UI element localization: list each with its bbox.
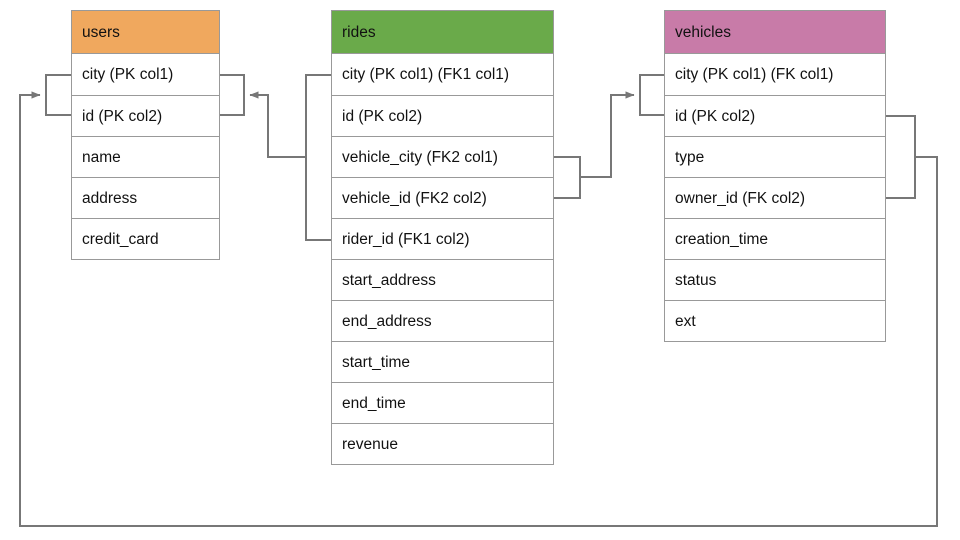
users-left-bracket bbox=[45, 74, 71, 116]
vehicles-left-bracket bbox=[639, 74, 664, 116]
field-vehicles-ext[interactable]: ext bbox=[665, 300, 885, 341]
field-users-id[interactable]: id (PK col2) bbox=[72, 95, 219, 136]
field-vehicles-id[interactable]: id (PK col2) bbox=[665, 95, 885, 136]
edge-rides-rider-to-users bbox=[249, 91, 306, 158]
field-vehicles-status[interactable]: status bbox=[665, 259, 885, 300]
entity-rides[interactable]: rides city (PK col1) (FK1 col1) id (PK c… bbox=[331, 10, 554, 465]
users-right-bracket bbox=[220, 74, 245, 116]
field-rides-rider-id[interactable]: rider_id (FK1 col2) bbox=[332, 218, 553, 259]
field-rides-id[interactable]: id (PK col2) bbox=[332, 95, 553, 136]
rides-left-bracket bbox=[305, 74, 331, 241]
vehicles-right-bracket bbox=[886, 115, 916, 199]
rides-right-bracket bbox=[554, 156, 581, 199]
entity-rides-fields: city (PK col1) (FK1 col1) id (PK col2) v… bbox=[332, 54, 553, 464]
field-vehicles-city[interactable]: city (PK col1) (FK col1) bbox=[675, 66, 834, 83]
field-rides-vehicle-city[interactable]: vehicle_city (FK2 col1) bbox=[332, 136, 553, 177]
field-vehicles-owner-id[interactable]: owner_id (FK col2) bbox=[665, 177, 885, 218]
edge-rides-vehicle-to-vehicles bbox=[580, 91, 635, 178]
entity-vehicles-title: vehicles bbox=[664, 10, 886, 54]
field-users-credit-card[interactable]: credit_card bbox=[72, 218, 219, 259]
field-rides-start-address[interactable]: start_address bbox=[332, 259, 553, 300]
field-rides-end-address[interactable]: end_address bbox=[332, 300, 553, 341]
field-rides-city[interactable]: city (PK col1) (FK1 col1) bbox=[342, 66, 510, 83]
field-rides-start-time[interactable]: start_time bbox=[332, 341, 553, 382]
field-rides-end-time[interactable]: end_time bbox=[332, 382, 553, 423]
entity-users-fields: city (PK col1) id (PK col2) name address… bbox=[72, 54, 219, 259]
field-rides-vehicle-id[interactable]: vehicle_id (FK2 col2) bbox=[332, 177, 553, 218]
entity-vehicles[interactable]: vehicles city (PK col1) (FK col1) id (PK… bbox=[664, 10, 886, 342]
field-vehicles-type[interactable]: type bbox=[665, 136, 885, 177]
entity-users-title: users bbox=[71, 10, 220, 54]
entity-users[interactable]: users city (PK col1) id (PK col2) name a… bbox=[71, 10, 220, 260]
field-vehicles-creation-time[interactable]: creation_time bbox=[665, 218, 885, 259]
entity-vehicles-fields: city (PK col1) (FK col1) id (PK col2) ty… bbox=[665, 54, 885, 341]
entity-rides-title: rides bbox=[331, 10, 554, 54]
field-rides-revenue[interactable]: revenue bbox=[332, 423, 553, 464]
field-users-address[interactable]: address bbox=[72, 177, 219, 218]
field-users-name[interactable]: name bbox=[72, 136, 219, 177]
field-users-city[interactable]: city (PK col1) bbox=[82, 66, 174, 83]
